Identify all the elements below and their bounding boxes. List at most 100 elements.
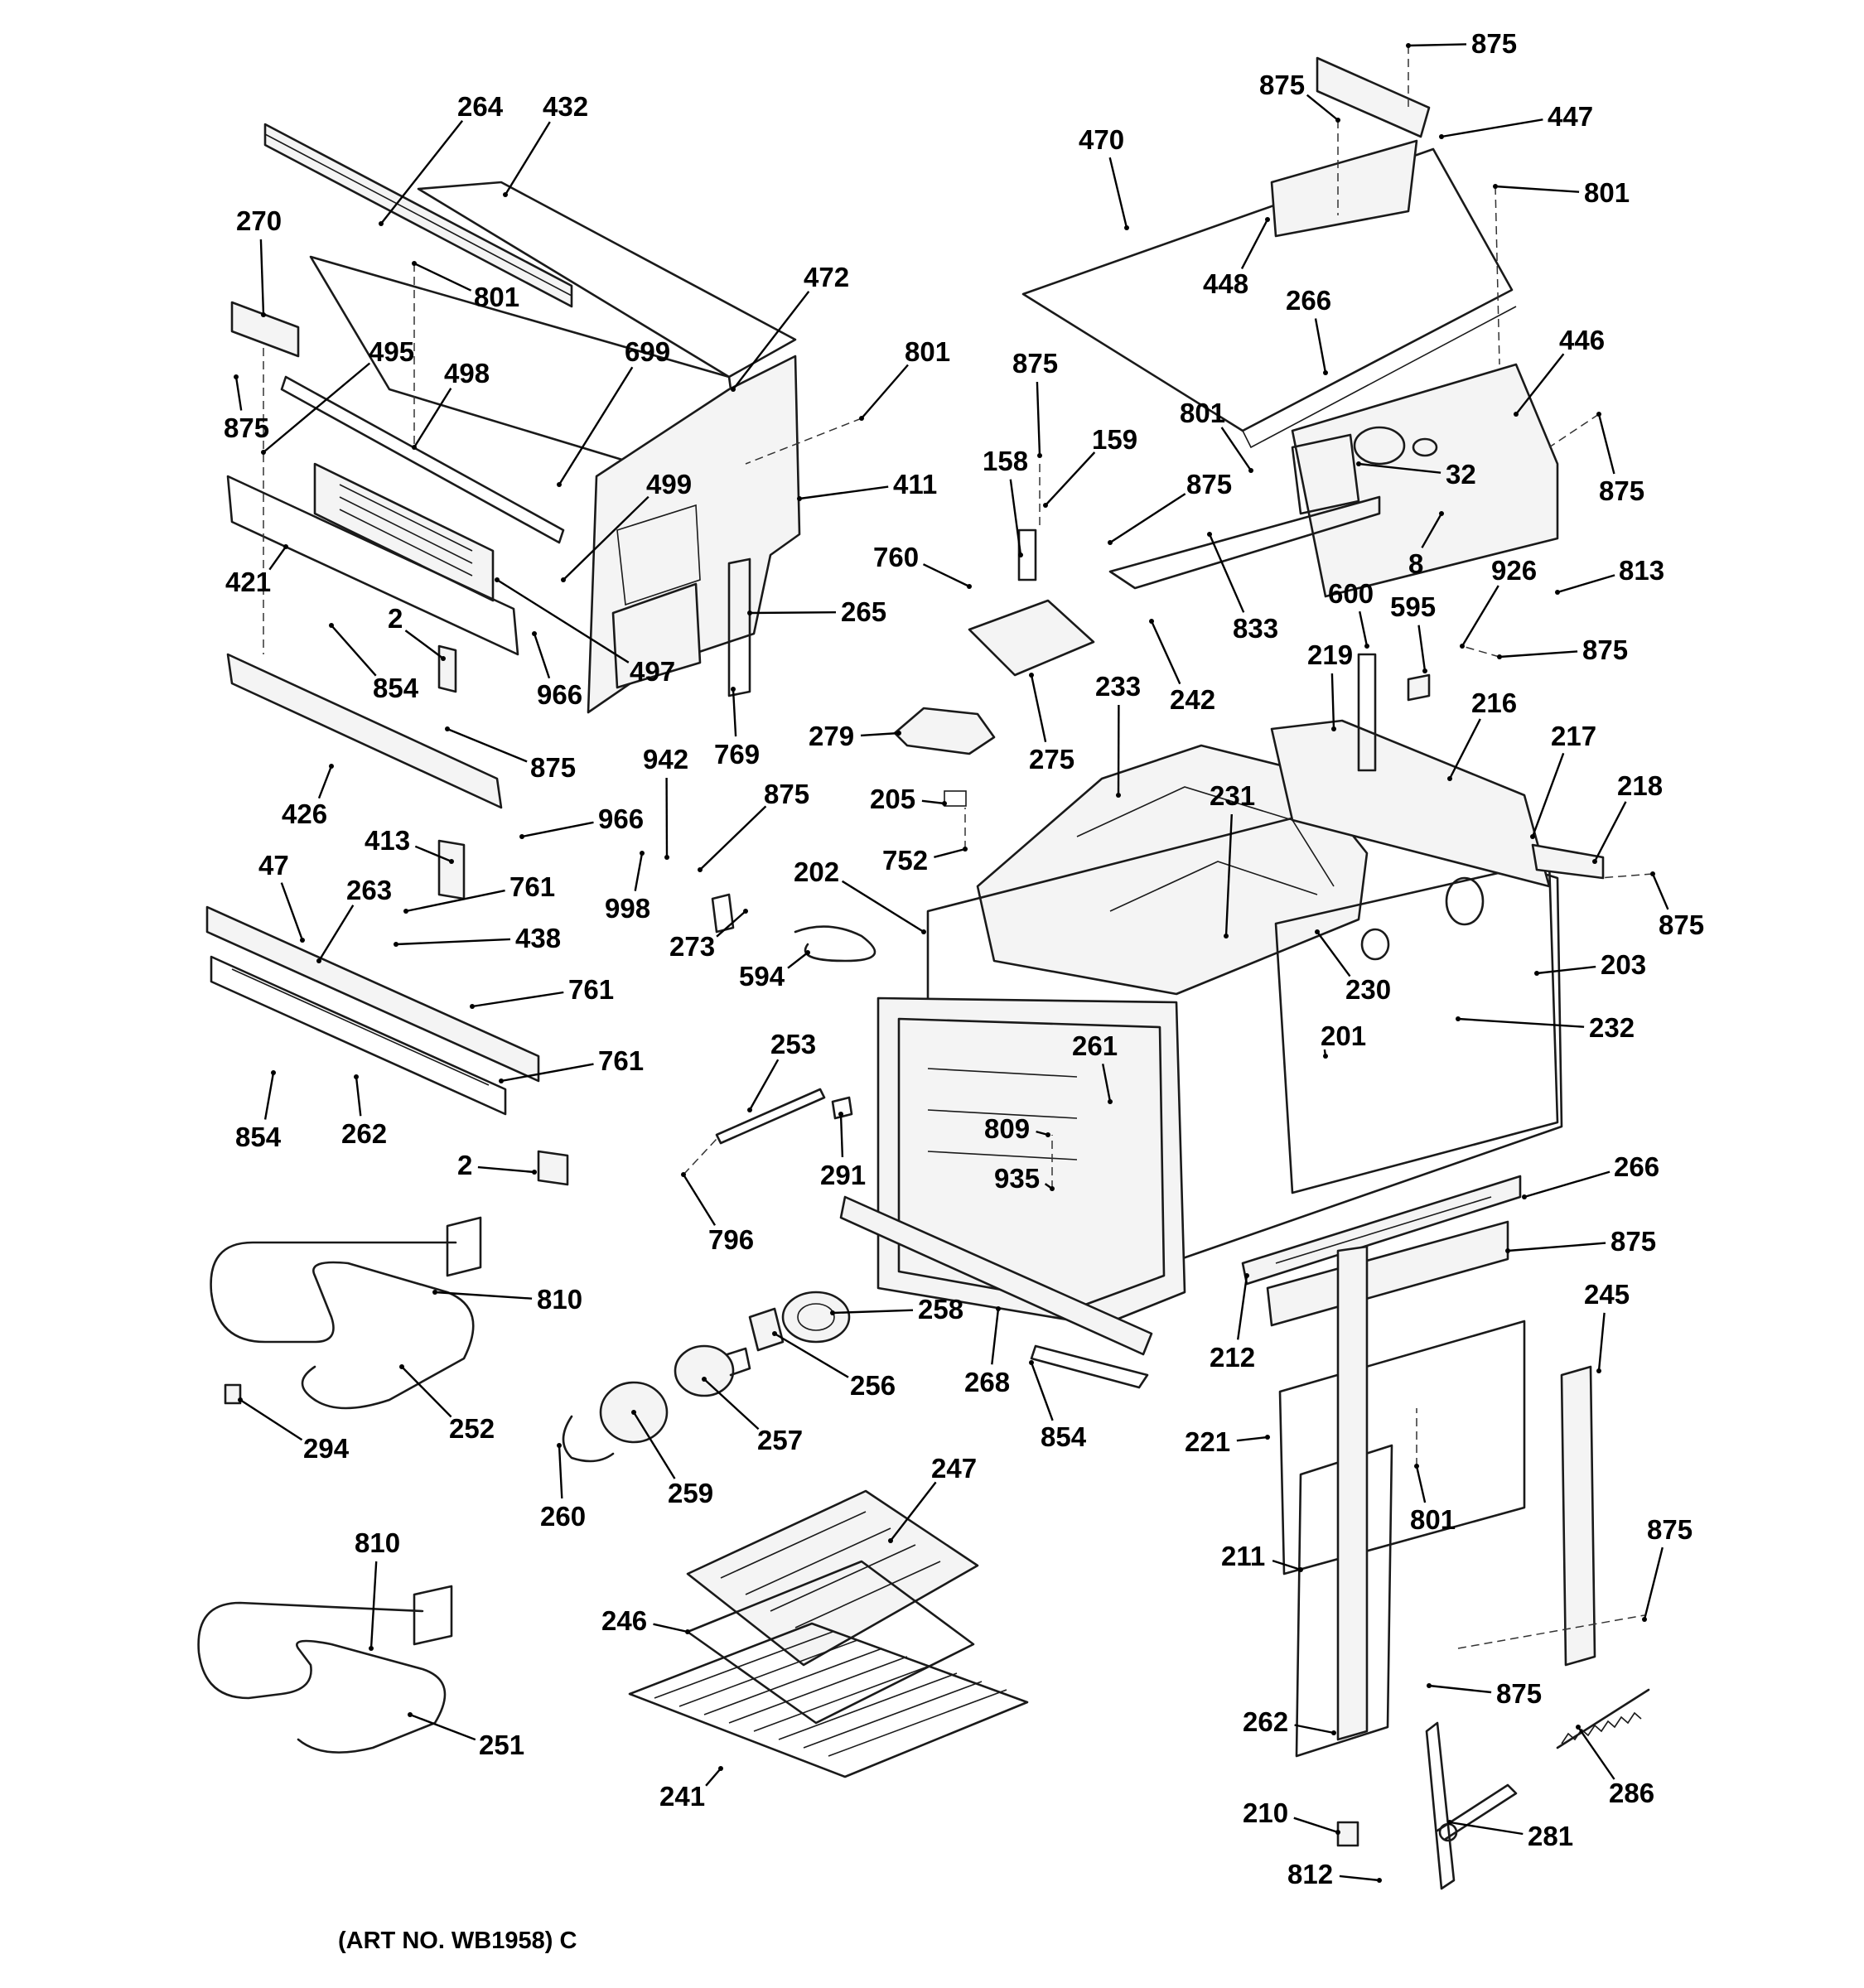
leader-tip (394, 942, 398, 947)
callout-201: 201 (1321, 1021, 1366, 1059)
leader-tip (888, 1538, 893, 1543)
leader-tip (1018, 552, 1023, 557)
leader-tip (300, 938, 305, 943)
callout-875j: 875 (1650, 871, 1704, 940)
leader-line (1597, 1312, 1606, 1372)
callout-label: 875 (1599, 475, 1644, 506)
callout-label: 875 (1186, 469, 1232, 499)
callout-label: 942 (643, 744, 688, 774)
leader-tip (1265, 1435, 1270, 1440)
leader-line (841, 880, 925, 934)
leader-line (1531, 752, 1565, 837)
art-number-caption: (ART NO. WB1958) C (338, 1928, 577, 1954)
leader-line (1240, 219, 1269, 269)
leader-tip (1530, 834, 1535, 839)
callout-809: 809 (984, 1113, 1050, 1144)
callout-265: 265 (747, 596, 886, 627)
leader-line (1358, 462, 1441, 474)
leader-tip (1029, 673, 1034, 678)
callout-205: 205 (870, 784, 947, 814)
callout-label: 809 (984, 1113, 1030, 1144)
leader-line (500, 1063, 594, 1083)
leader-tip (1364, 644, 1369, 649)
callout-label: 202 (794, 856, 839, 887)
leader-tip (354, 1074, 359, 1079)
leader-tip (532, 1170, 537, 1175)
callout-label: 266 (1614, 1151, 1659, 1182)
callout-label: 273 (669, 931, 715, 962)
leader-tip (234, 374, 239, 379)
side-panels-216-217-218-219 (1270, 653, 1605, 888)
leader-line (1272, 1559, 1301, 1571)
callout-232: 232 (1456, 1012, 1635, 1043)
leader-tip (557, 1443, 562, 1448)
insulation-233-231 (976, 744, 1369, 996)
callout-label: 233 (1095, 671, 1141, 702)
leader-tip (1414, 1464, 1419, 1469)
leader-line (1314, 318, 1327, 374)
callout-438: 438 (394, 923, 561, 953)
callout-label: 270 (236, 205, 282, 236)
leader-tip (685, 1629, 690, 1634)
callout-label: 761 (509, 871, 555, 902)
leader-line (1577, 1726, 1615, 1780)
leader-tip (412, 261, 417, 266)
leader-tip (329, 764, 334, 769)
leader-tip (449, 859, 454, 864)
callout-label: 801 (905, 336, 950, 367)
leader-line (471, 991, 564, 1008)
thermostat-bracket-275 (968, 528, 1095, 677)
callout-600: 600 (1328, 578, 1374, 649)
callout-875g: 875 (1108, 469, 1232, 545)
callout-260: 260 (540, 1443, 586, 1532)
leader-line (860, 731, 900, 737)
leader-tip (399, 1364, 404, 1369)
leader-tip (743, 909, 748, 914)
callout-264: 264 (379, 91, 504, 226)
leader-tip (1642, 1617, 1647, 1622)
rear-panel-446-fan-32 (1108, 363, 1559, 702)
control-panel-trim-47-263-262 (205, 839, 569, 1186)
callout-760: 760 (873, 542, 972, 589)
callout-216: 216 (1447, 688, 1517, 781)
callout-875l: 875 (1642, 1514, 1693, 1622)
leader-line (1030, 1362, 1054, 1421)
leader-line (413, 262, 472, 292)
callout-label: 499 (646, 469, 692, 499)
leader-line (234, 376, 243, 411)
leader-tip (731, 687, 736, 692)
leader-line (705, 1768, 722, 1787)
leader-tip (316, 958, 321, 963)
callout-247: 247 (888, 1453, 977, 1543)
callout-495: 495 (261, 336, 414, 455)
leader-line (1237, 1275, 1248, 1340)
callout-812: 812 (1287, 1859, 1382, 1889)
callout-label: 245 (1584, 1279, 1630, 1310)
callout-label: 159 (1092, 424, 1137, 455)
callout-875f: 875 (1259, 70, 1340, 123)
leader-tip (441, 656, 446, 661)
leader-line (699, 805, 767, 871)
callout-label: 796 (708, 1224, 754, 1255)
leader-line (496, 578, 630, 663)
leader-tip (640, 851, 645, 856)
leader-line (1457, 1017, 1585, 1028)
leader-tip (859, 416, 864, 421)
callout-label: 201 (1321, 1021, 1366, 1051)
door-rail-262-hinge-281-spring-286 (1336, 1245, 1650, 1890)
leader-tip (942, 801, 947, 806)
leader-tip (1555, 590, 1560, 595)
callout-label: 221 (1185, 1426, 1230, 1457)
leader-line (716, 910, 746, 938)
leader-tip (1037, 453, 1042, 458)
leader-line (317, 905, 355, 962)
callout-942: 942 (643, 744, 688, 860)
leader-line (1036, 381, 1041, 456)
leader-line (563, 495, 650, 581)
leader-tip (1576, 1725, 1581, 1730)
callout-47: 47 (258, 850, 305, 943)
broil-element-252 (210, 1216, 482, 1410)
leader-tip (1207, 532, 1212, 537)
callout-label: 935 (994, 1163, 1040, 1194)
